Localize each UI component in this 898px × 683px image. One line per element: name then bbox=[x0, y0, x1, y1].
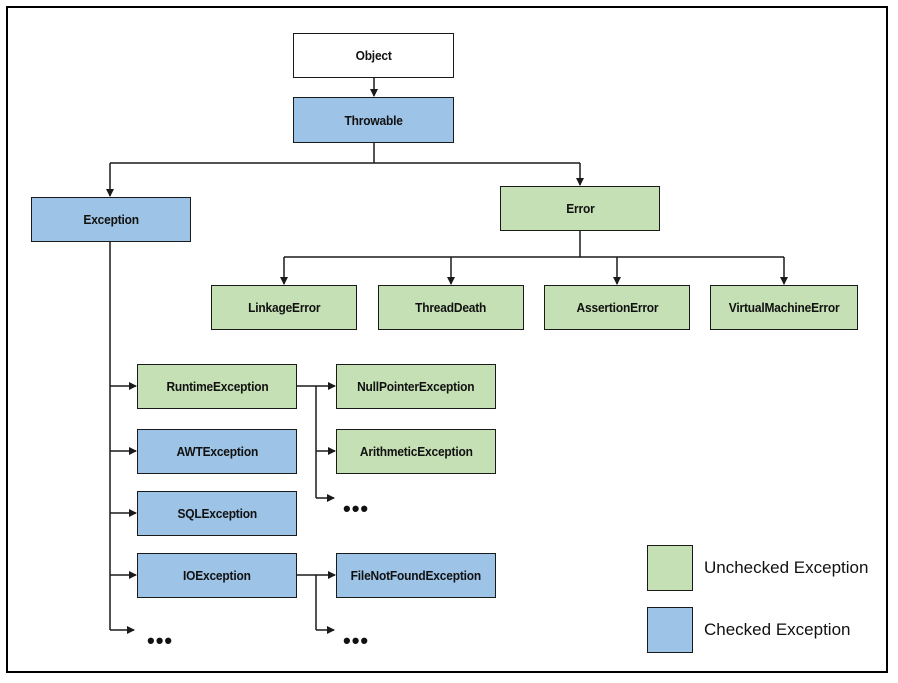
node-linkageerror: LinkageError bbox=[211, 285, 357, 330]
node-nullpointerexception: NullPointerException bbox=[336, 364, 496, 409]
legend-swatch-checked bbox=[647, 607, 693, 653]
node-awtexception: AWTException bbox=[137, 429, 297, 474]
node-object-label: Object bbox=[355, 48, 392, 63]
node-runtimeexception-label: RuntimeException bbox=[165, 379, 269, 394]
node-arithmeticexception-label: ArithmeticException bbox=[359, 444, 473, 459]
node-runtimeexception: RuntimeException bbox=[137, 364, 297, 409]
node-filenotfoundexception-label: FileNotFoundException bbox=[350, 568, 482, 583]
legend-label-unchecked: Unchecked Exception bbox=[704, 558, 869, 577]
node-awtexception-label: AWTException bbox=[176, 444, 258, 459]
node-filenotfoundexception: FileNotFoundException bbox=[336, 553, 496, 598]
ellipsis-io-more: ••• bbox=[343, 628, 370, 653]
node-arithmeticexception: ArithmeticException bbox=[336, 429, 496, 474]
node-sqlexception-label: SQLException bbox=[177, 506, 257, 521]
node-linkageerror-label: LinkageError bbox=[247, 300, 321, 315]
ellipsis-runtime-more: ••• bbox=[343, 496, 370, 521]
node-error: Error bbox=[500, 186, 660, 231]
node-exception-label: Exception bbox=[83, 212, 139, 227]
node-nullpointerexception-label: NullPointerException bbox=[357, 379, 475, 394]
node-throwable-label: Throwable bbox=[344, 112, 403, 128]
node-threaddeath: ThreadDeath bbox=[378, 285, 524, 330]
node-assertionerror-label: AssertionError bbox=[576, 300, 658, 315]
node-assertionerror: AssertionError bbox=[544, 285, 690, 330]
node-ioexception-label: IOException bbox=[183, 568, 251, 583]
node-exception: Exception bbox=[31, 197, 191, 242]
node-error-label: Error bbox=[565, 201, 595, 216]
node-ioexception: IOException bbox=[137, 553, 297, 598]
node-threaddeath-label: ThreadDeath bbox=[415, 300, 487, 315]
node-virtualmachineerror: VirtualMachineError bbox=[710, 285, 858, 330]
legend-label-checked: Checked Exception bbox=[704, 620, 851, 639]
node-object: Object bbox=[293, 33, 454, 78]
ellipsis-exception-more: ••• bbox=[147, 628, 174, 653]
legend-swatch-unchecked bbox=[647, 545, 693, 591]
node-throwable: Throwable bbox=[293, 97, 454, 143]
node-virtualmachineerror-label: VirtualMachineError bbox=[728, 300, 840, 315]
node-sqlexception: SQLException bbox=[137, 491, 297, 536]
